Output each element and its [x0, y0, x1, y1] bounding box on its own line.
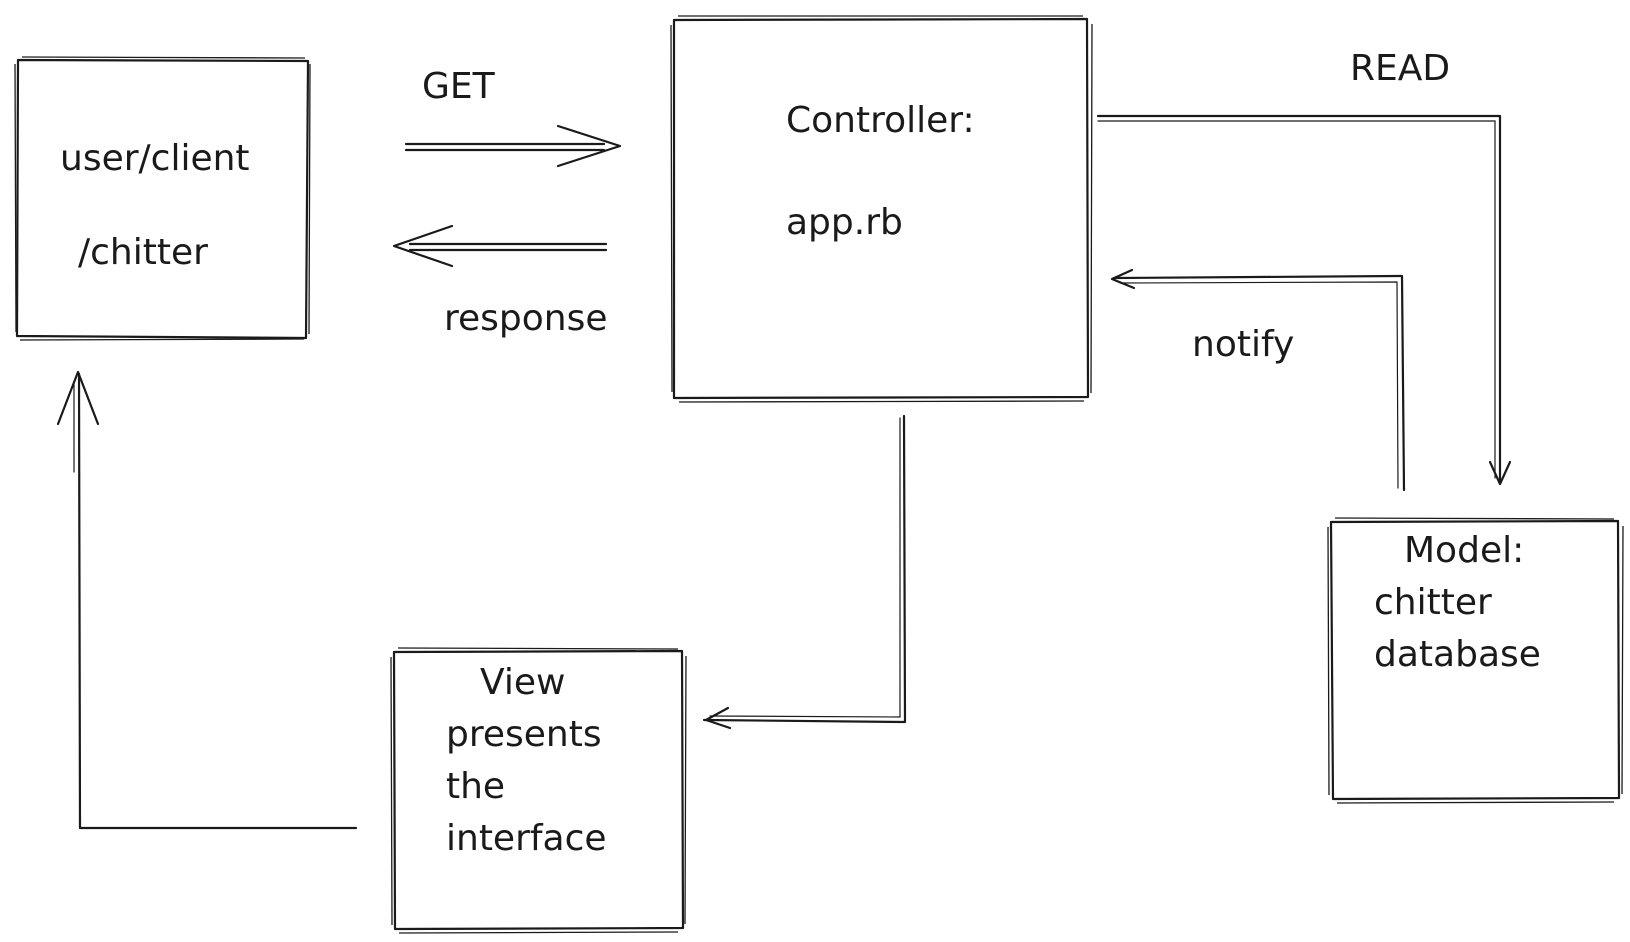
view-label-line-1: View	[480, 662, 565, 703]
view-label-line-3: the	[446, 766, 505, 807]
controller-node[interactable]: Controller: app.rb	[670, 15, 1093, 403]
notify-arrow-label: notify	[1192, 324, 1294, 365]
controller-to-view-arrow	[702, 414, 907, 730]
view-label-line-4: interface	[446, 818, 607, 859]
response-arrow-label: response	[444, 298, 608, 339]
client-label-line-2: /chitter	[78, 232, 208, 273]
get-arrow-label: GET	[422, 66, 496, 107]
read-arrow-label: READ	[1350, 48, 1450, 89]
read-arrow: READ	[1096, 48, 1512, 486]
model-label-line-2: chitter	[1374, 582, 1492, 623]
notify-arrow: notify	[1110, 268, 1406, 492]
get-arrow: GET	[404, 66, 622, 168]
view-to-client-arrow	[56, 370, 358, 830]
controller-label-line-1: Controller:	[786, 100, 975, 141]
model-node[interactable]: Model: chitter database	[1327, 517, 1624, 804]
model-label-line-3: database	[1374, 634, 1541, 675]
view-node[interactable]: View presents the interface	[390, 647, 687, 934]
model-label-line-1: Model:	[1404, 530, 1524, 571]
view-label-line-2: presents	[446, 714, 602, 755]
response-arrow: response	[392, 224, 608, 339]
client-node[interactable]: user/client /chitter	[14, 56, 311, 341]
controller-label-line-2: app.rb	[786, 202, 903, 243]
client-label-line-1: user/client	[60, 138, 250, 179]
